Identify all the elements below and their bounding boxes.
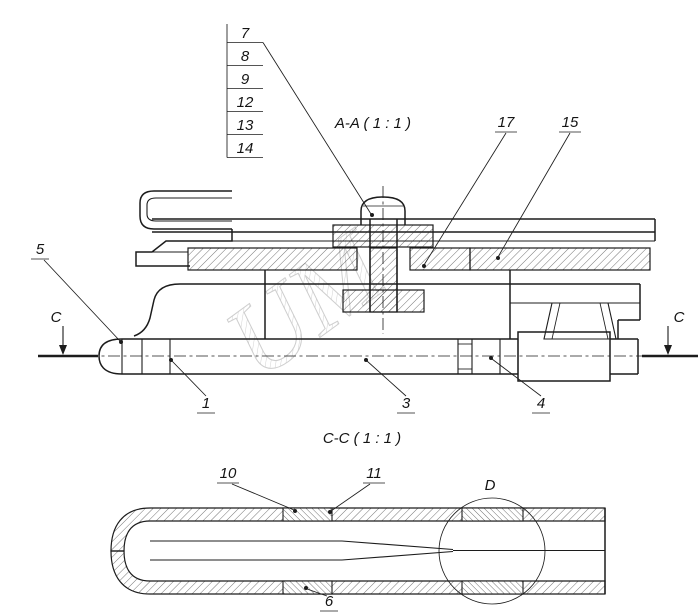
svg-text:11: 11 [366, 465, 382, 482]
svg-text:10: 10 [220, 465, 237, 482]
pivot-shaft [86, 331, 662, 382]
part-label-4: 4 [489, 356, 550, 414]
part-label-17: 17 [422, 114, 517, 268]
collar-left-top [282, 507, 333, 522]
collar-right-bottom [461, 580, 524, 595]
svg-text:17: 17 [498, 114, 515, 131]
part-label-11: 11 [328, 465, 385, 514]
section-cut-markers: C C [38, 309, 698, 358]
callout-label: 8 [241, 48, 250, 65]
svg-text:1: 1 [202, 395, 210, 412]
collar-right-top [461, 507, 524, 522]
retaining-clip [135, 190, 233, 267]
svg-text:15: 15 [562, 114, 579, 131]
housing-body [133, 270, 640, 339]
callout-label: 14 [237, 140, 254, 157]
section-letter-left: C [51, 309, 62, 326]
svg-text:6: 6 [325, 593, 334, 610]
callout-label: 9 [241, 71, 250, 88]
detail-label-d: D [485, 477, 496, 494]
part-label-15: 15 [496, 114, 581, 260]
svg-text:4: 4 [537, 395, 545, 412]
hatched-plates [187, 247, 651, 271]
part-label-10: 10 [217, 465, 297, 513]
part-label-3: 3 [364, 358, 415, 414]
section-title-cc: C-C ( 1 : 1 ) [323, 430, 401, 447]
callout-label: 7 [241, 25, 250, 42]
top-plate [152, 218, 656, 242]
detail-circle-d [438, 497, 546, 605]
part-label-6: 6 [304, 586, 338, 612]
center-bolt [332, 186, 434, 334]
inner-rod [150, 540, 605, 561]
part-label-1: 1 [169, 358, 215, 414]
callout-label: 12 [237, 94, 254, 111]
svg-text:5: 5 [36, 241, 45, 258]
callout-label: 13 [237, 117, 254, 134]
section-cc-view: D 10 11 6 [110, 465, 606, 612]
section-letter-right: C [674, 309, 685, 326]
section-aa-view [86, 186, 662, 382]
right-linkage [510, 284, 641, 340]
section-title-aa: A-A ( 1 : 1 ) [334, 115, 411, 132]
svg-text:3: 3 [402, 395, 411, 412]
part-label-5: 5 [31, 241, 123, 344]
callout-stack: 7 8 9 12 13 14 [226, 24, 374, 217]
